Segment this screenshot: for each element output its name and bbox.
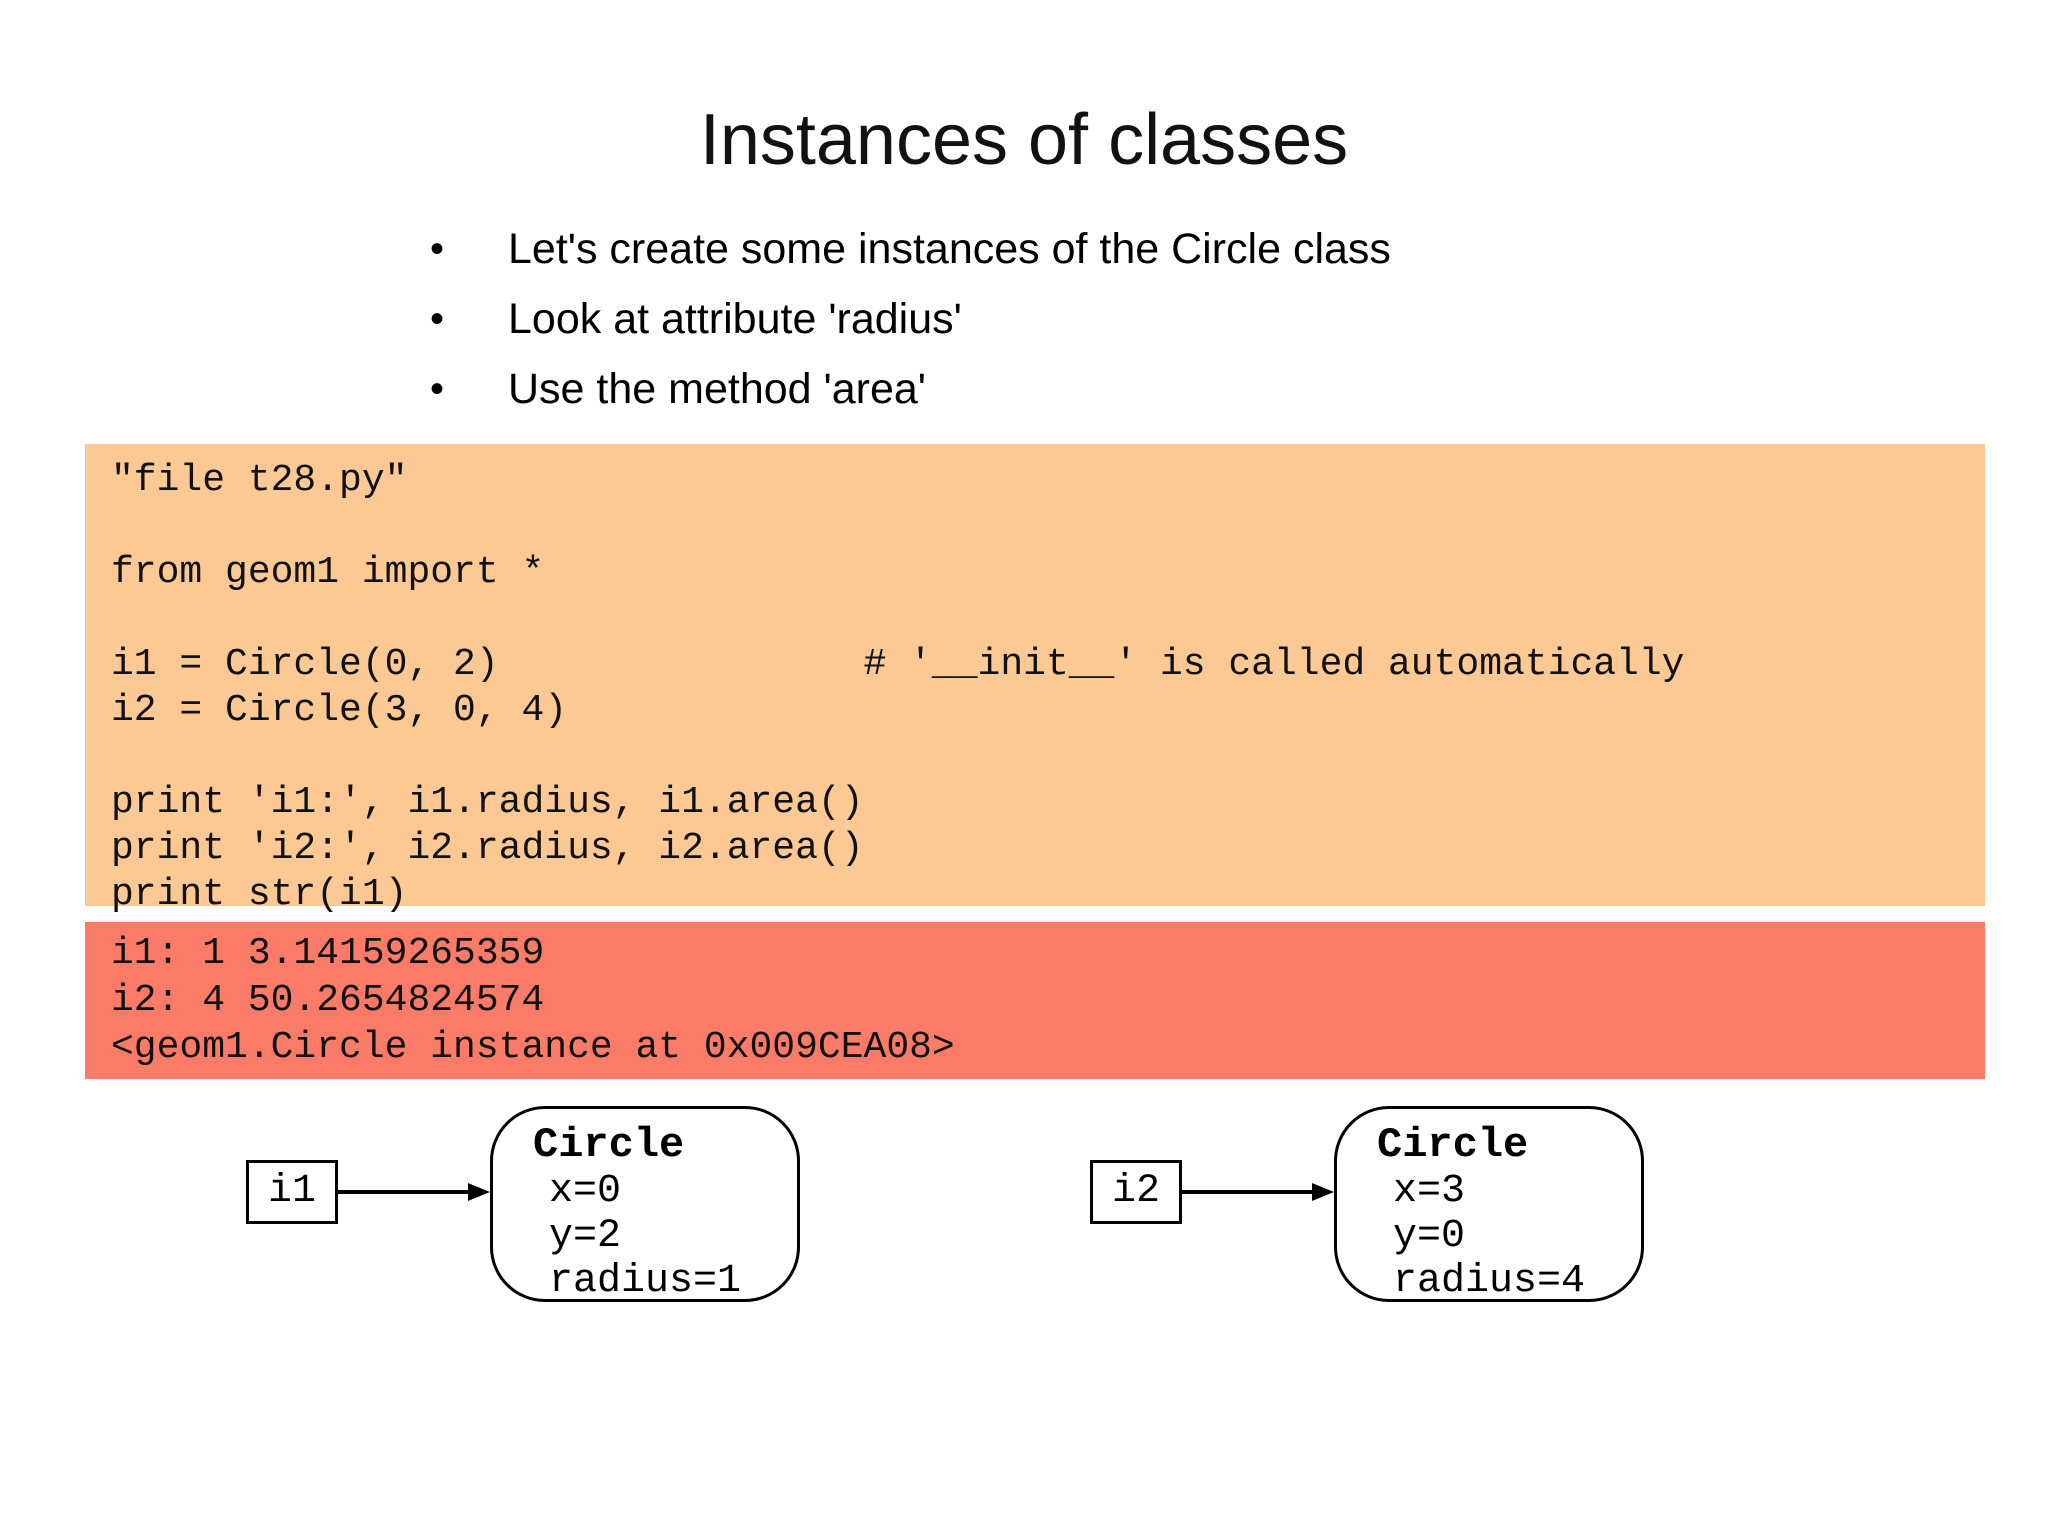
bullet-text: Let's create some instances of the Circl…: [508, 225, 1391, 273]
code-block: "file t28.py" from geom1 import * i1 = C…: [85, 444, 1985, 916]
output-block: i1: 1 3.14159265359 i2: 4 50.2654824574 …: [85, 922, 1985, 1079]
attribute-x: x=0: [549, 1169, 622, 1214]
code-text: "file t28.py" from geom1 import * i1 = C…: [111, 459, 1685, 916]
bullet-marker: •: [430, 227, 445, 271]
bullet-marker: •: [430, 297, 445, 341]
output-text: i1: 1 3.14159265359 i2: 4 50.2654824574 …: [111, 932, 955, 1069]
variable-box-i2: i2: [1090, 1160, 1182, 1224]
attribute-radius: radius=4: [1393, 1259, 1586, 1304]
bullet-text: Use the method 'area': [508, 365, 926, 413]
class-name-label: Circle: [533, 1121, 685, 1169]
diagram-i2: i2 Circle x=3 y=0 radius=4: [1090, 1106, 1650, 1306]
arrow-icon: [338, 1183, 490, 1201]
bullet-item: • Look at attribute 'radius': [430, 288, 1730, 358]
attribute-x: x=3: [1393, 1169, 1466, 1214]
page-title: Instances of classes: [699, 100, 1349, 180]
instance-box-circle: Circle x=0 y=2 radius=1: [490, 1106, 800, 1304]
bullet-marker: •: [430, 367, 445, 411]
arrow-icon: [1182, 1183, 1334, 1201]
bullet-item: • Use the method 'area': [430, 358, 1730, 428]
bullet-item: • Let's create some instances of the Cir…: [430, 218, 1730, 288]
instance-box-circle: Circle x=3 y=0 radius=4: [1334, 1106, 1644, 1304]
variable-box-i1: i1: [246, 1160, 338, 1224]
attribute-y: y=2: [549, 1214, 622, 1259]
bullet-text: Look at attribute 'radius': [508, 295, 962, 343]
attribute-y: y=0: [1393, 1214, 1466, 1259]
attribute-radius: radius=1: [549, 1259, 742, 1304]
diagram-i1: i1 Circle x=0 y=2 radius=1: [246, 1106, 806, 1306]
class-name-label: Circle: [1377, 1121, 1529, 1169]
bullet-list: • Let's create some instances of the Cir…: [430, 218, 1730, 428]
